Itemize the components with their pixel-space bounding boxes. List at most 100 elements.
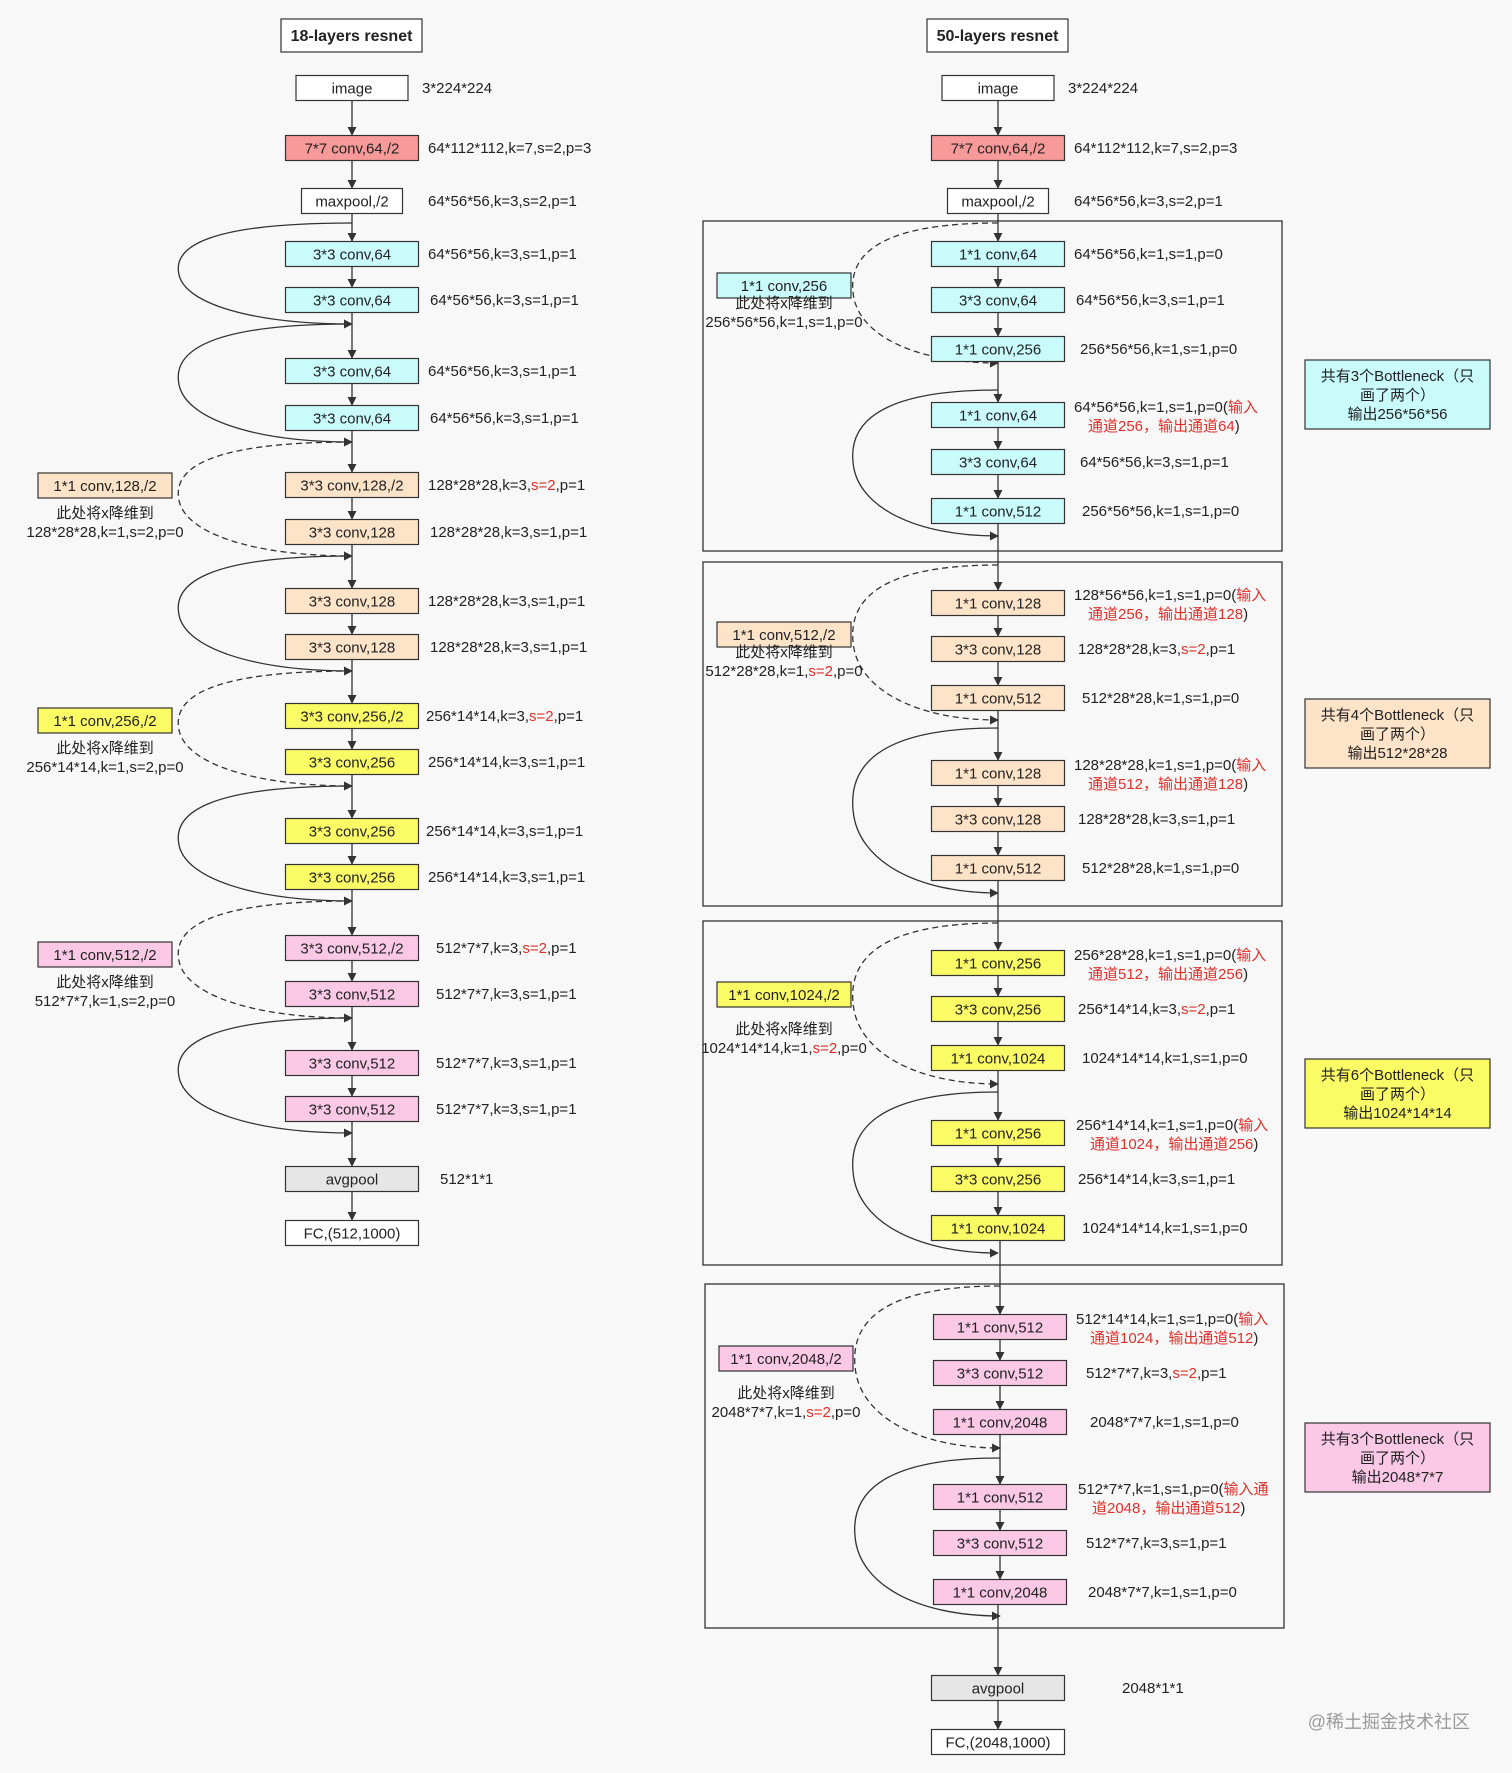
- stage-note-0-line1: 共有3个Bottleneck（只: [1321, 368, 1474, 385]
- left-node-11: 3*3 conv,256,/2: [284, 702, 420, 730]
- right-node-0-label: image: [978, 81, 1019, 98]
- stage-note-2-line2: 画了两个）: [1360, 1086, 1435, 1103]
- right-node-10: 3*3 conv,128: [930, 635, 1066, 663]
- shortcut-projection-arrow: [854, 1285, 1001, 1453]
- left-node-4: 3*3 conv,64: [284, 286, 420, 314]
- left-node-7-label: 3*3 conv,128,/2: [300, 478, 403, 495]
- left-node-1-label: 7*7 conv,64,/2: [305, 141, 400, 158]
- left-node-5-box: [284, 357, 420, 385]
- right-node-20-box: [930, 1214, 1066, 1242]
- right-node-8-box: [930, 497, 1066, 525]
- right-node-17-annotation: 1024*14*14,k=1,s=1,p=0: [1082, 1050, 1248, 1067]
- left-node-18-label: 3*3 conv,512: [309, 1102, 395, 1119]
- right-node-26-box: [932, 1578, 1068, 1606]
- right-node-13-label: 3*3 conv,128: [955, 812, 1041, 829]
- right-node-18-label: 1*1 conv,256: [955, 1126, 1041, 1143]
- right-downsample-0-note1: 此处将x降维到: [735, 295, 833, 312]
- left-node-5-annotation: 64*56*56,k=3,s=1,p=1: [428, 363, 577, 380]
- left-downsample-0-note2: 128*28*28,k=1,s=2,p=0: [26, 524, 183, 541]
- right-downsample-1-label: 1*1 conv,512,/2: [732, 627, 835, 644]
- left-node-11-box: [284, 702, 420, 730]
- right-node-27-annotation: 2048*1*1: [1122, 1680, 1184, 1697]
- left-node-10-label: 3*3 conv,128: [309, 640, 395, 657]
- right-node-21-label: 1*1 conv,512: [957, 1320, 1043, 1337]
- right-node-0-annotation: 3*224*224: [1068, 80, 1138, 97]
- right-downsample-3: 1*1 conv,2048,/2: [718, 1345, 854, 1372]
- right-node-11: 1*1 conv,512: [930, 684, 1066, 712]
- stage-frame-0: [702, 220, 1283, 552]
- right-node-1-annotation: 64*112*112,k=7,s=2,p=3: [1074, 140, 1237, 157]
- right-downsample-2-box: [716, 981, 852, 1008]
- left-node-8: 3*3 conv,128: [284, 518, 420, 546]
- left-node-3-label: 3*3 conv,64: [313, 247, 391, 264]
- right-node-21: 1*1 conv,512: [932, 1313, 1068, 1341]
- right-node-17: 1*1 conv,1024: [930, 1044, 1066, 1072]
- edges-layer: [177, 100, 1285, 1730]
- left-node-13-box: [284, 817, 420, 845]
- left-node-7: 3*3 conv,128,/2: [284, 471, 420, 499]
- stage-note-3-line1: 共有3个Bottleneck（只: [1321, 1431, 1474, 1448]
- left-node-12-annotation: 256*14*14,k=3,s=1,p=1: [428, 754, 585, 771]
- left-node-18: 3*3 conv,512: [284, 1095, 420, 1123]
- right-node-18-annotation2: 通道1024，输出通道256): [1090, 1136, 1258, 1153]
- right-node-9: 1*1 conv,128: [930, 589, 1066, 617]
- title-18-layers-label: 18-layers resnet: [291, 28, 414, 45]
- left-downsample-2-note2: 512*7*7,k=1,s=2,p=0: [35, 993, 176, 1010]
- title-18-layers: 18-layers resnet: [280, 18, 423, 53]
- right-node-16-box: [930, 995, 1066, 1023]
- stage-frame-1: [702, 561, 1283, 907]
- right-node-13: 3*3 conv,128: [930, 805, 1066, 833]
- right-node-16: 3*3 conv,256: [930, 995, 1066, 1023]
- left-node-16-box: [284, 980, 420, 1008]
- right-node-11-label: 1*1 conv,512: [955, 691, 1041, 708]
- right-node-28-box: [930, 1728, 1066, 1756]
- left-downsample-1: 1*1 conv,256,/2: [37, 707, 173, 734]
- left-node-19-box: [284, 1165, 420, 1193]
- left-node-0-box: [295, 74, 409, 102]
- right-node-16-annotation: 256*14*14,k=3,s=2,p=1: [1078, 1001, 1235, 1018]
- right-node-22-label: 3*3 conv,512: [957, 1366, 1043, 1383]
- left-node-6: 3*3 conv,64: [284, 404, 420, 432]
- right-node-9-label: 1*1 conv,128: [955, 596, 1041, 613]
- left-node-5-label: 3*3 conv,64: [313, 364, 391, 381]
- right-downsample-1: 1*1 conv,512,/2: [716, 621, 852, 648]
- right-node-9-annotation: 128*56*56,k=1,s=1,p=0(输入: [1074, 587, 1266, 604]
- title-50-layers-box: [926, 18, 1069, 53]
- left-node-4-annotation: 64*56*56,k=3,s=1,p=1: [430, 292, 579, 309]
- stage-note-2-line1: 共有6个Bottleneck（只: [1321, 1067, 1474, 1084]
- stage-note-1-line1: 共有4个Bottleneck（只: [1321, 707, 1474, 724]
- right-node-21-annotation: 512*14*14,k=1,s=1,p=0(输入: [1076, 1311, 1268, 1328]
- left-downsample-0: 1*1 conv,128,/2: [37, 472, 173, 499]
- shortcut-identity-arrow: [854, 1457, 1001, 1621]
- right-node-22-annotation: 512*7*7,k=3,s=2,p=1: [1086, 1365, 1227, 1382]
- left-node-20-label: FC,(512,1000): [304, 1226, 401, 1243]
- right-node-18-annotation: 256*14*14,k=1,s=1,p=0(输入: [1076, 1117, 1268, 1134]
- title-18-layers-box: [280, 18, 423, 53]
- right-node-18: 1*1 conv,256: [930, 1119, 1066, 1147]
- left-node-17: 3*3 conv,512: [284, 1049, 420, 1077]
- right-node-1-box: [930, 134, 1066, 162]
- right-node-26: 1*1 conv,2048: [932, 1578, 1068, 1606]
- right-node-14: 1*1 conv,512: [930, 854, 1066, 882]
- shortcut-identity-arrow: [852, 1091, 999, 1258]
- right-node-17-label: 1*1 conv,1024: [951, 1051, 1046, 1068]
- right-node-7-label: 3*3 conv,64: [959, 455, 1037, 472]
- right-node-15-label: 1*1 conv,256: [955, 956, 1041, 973]
- left-node-6-box: [284, 404, 420, 432]
- left-downsample-2-box: [37, 941, 173, 968]
- right-node-13-box: [930, 805, 1066, 833]
- left-node-14-box: [284, 863, 420, 891]
- left-node-15-box: [284, 934, 420, 962]
- left-node-11-annotation: 256*14*14,k=3,s=2,p=1: [426, 708, 583, 725]
- right-node-15-annotation: 256*28*28,k=1,s=1,p=0(输入: [1074, 947, 1266, 964]
- right-node-24: 1*1 conv,512: [932, 1483, 1068, 1511]
- stage-note-2-line3: 输出1024*14*14: [1343, 1105, 1451, 1122]
- left-node-6-label: 3*3 conv,64: [313, 411, 391, 428]
- right-node-3-label: 1*1 conv,64: [959, 247, 1037, 264]
- left-downsample-0-box: [37, 472, 173, 499]
- right-node-14-annotation: 512*28*28,k=1,s=1,p=0: [1082, 860, 1239, 877]
- right-node-18-box: [930, 1119, 1066, 1147]
- right-node-28: FC,(2048,1000): [930, 1728, 1066, 1756]
- left-node-6-annotation: 64*56*56,k=3,s=1,p=1: [430, 410, 579, 427]
- right-node-6-label: 1*1 conv,64: [959, 408, 1037, 425]
